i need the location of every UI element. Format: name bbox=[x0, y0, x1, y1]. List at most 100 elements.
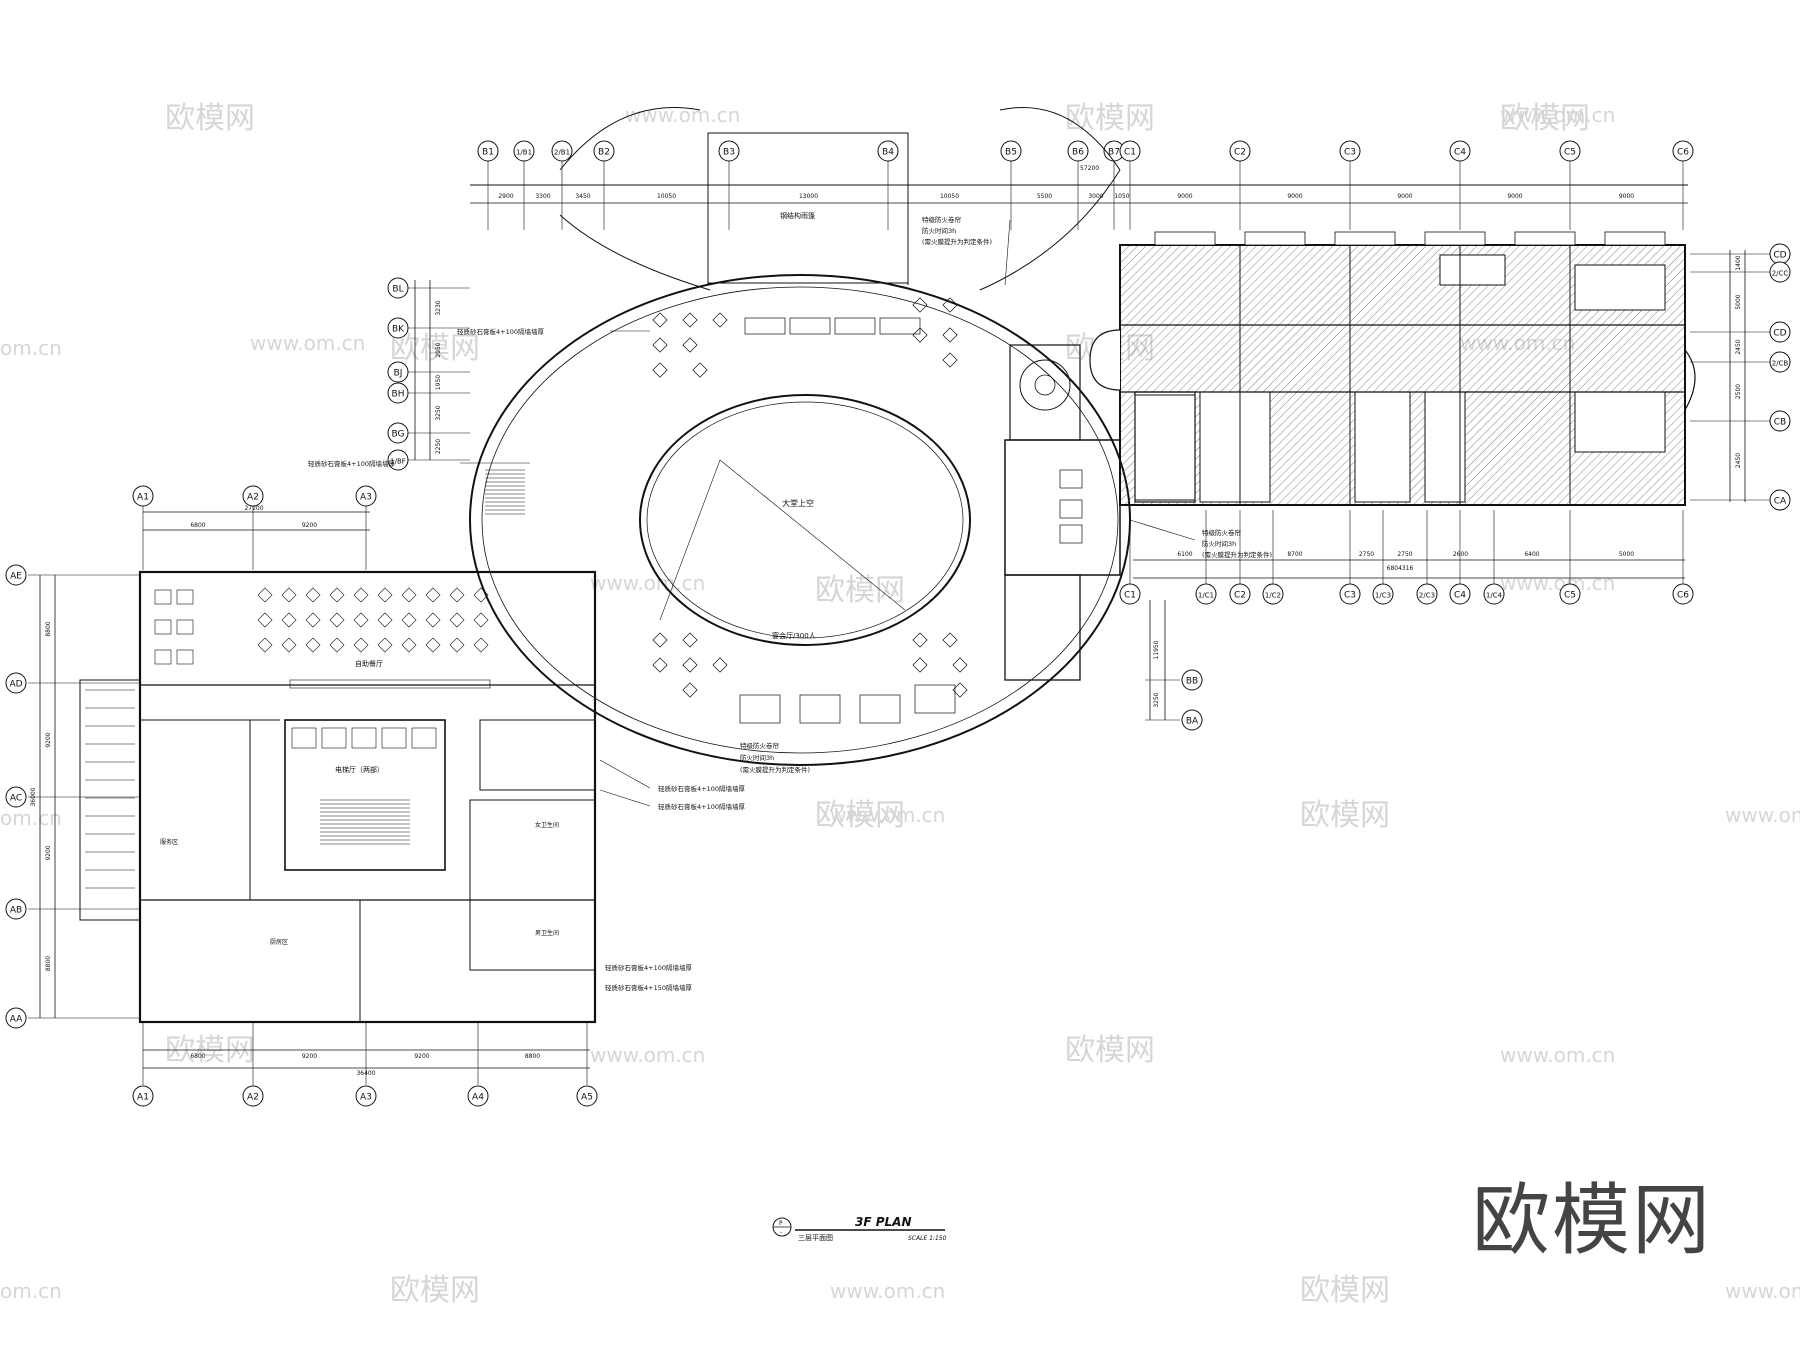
title-marker-bottom: - bbox=[780, 1229, 782, 1236]
grid-label: C2 bbox=[1234, 148, 1246, 158]
grid-bubble: AA bbox=[5, 1007, 27, 1029]
watermark-brand: 欧模网 bbox=[1500, 101, 1590, 136]
grid-bubble: C5 bbox=[1559, 140, 1581, 162]
watermark-url: www.om.cn bbox=[590, 1043, 705, 1067]
wall-note-1: 轻质砂石膏板4+100隔墙墙厚 bbox=[308, 459, 395, 468]
elevator-hall-label: 电梯厅（两部） bbox=[335, 765, 384, 774]
grid-bubble: CD bbox=[1769, 321, 1791, 343]
table bbox=[401, 612, 417, 628]
grid-label: B6 bbox=[1072, 148, 1084, 158]
oval-left-grid bbox=[414, 280, 431, 460]
grid-label: BJ bbox=[394, 369, 403, 379]
watermark-brand: 欧模网 bbox=[390, 331, 480, 366]
table bbox=[377, 637, 393, 653]
watermark-brand: 欧模网 bbox=[1065, 101, 1155, 136]
grid-bubble: A2 bbox=[242, 1085, 264, 1107]
table bbox=[401, 637, 417, 653]
grid-bubble: A3 bbox=[355, 1085, 377, 1107]
grid-label: AD bbox=[9, 680, 22, 690]
table bbox=[682, 312, 698, 328]
restaurant-tables bbox=[154, 587, 491, 749]
watermark-url: om.cn bbox=[0, 806, 62, 830]
table bbox=[281, 612, 297, 628]
wall-note-4: 轻质砂石膏板4+100隔墙墙厚 bbox=[658, 802, 745, 811]
grid-bubble: 1/C1 bbox=[1195, 583, 1217, 605]
grid-label: 1/C4 bbox=[1486, 592, 1503, 600]
grid-bubble: BJ bbox=[387, 361, 409, 383]
booth-table bbox=[176, 619, 194, 635]
table bbox=[682, 682, 698, 698]
grid-bubble: 1/C2 bbox=[1262, 583, 1284, 605]
watermark-url: om.cn bbox=[0, 336, 62, 360]
grid-label: BA bbox=[1186, 717, 1199, 727]
watermark-brand: 欧模网 bbox=[390, 1273, 480, 1308]
sofa-group bbox=[739, 694, 781, 724]
grid-label: 1/B1 bbox=[516, 149, 532, 157]
grid-label: CB bbox=[1774, 418, 1786, 428]
dimension-label: 9000 bbox=[1507, 193, 1522, 200]
dimension-label: 2950 bbox=[435, 342, 442, 357]
grid-bubble: B1 bbox=[477, 140, 499, 162]
buffet-counter bbox=[834, 317, 876, 335]
oval-ballroom-block bbox=[469, 274, 1131, 766]
fire-note-6: (需火膜提升为判定条件) bbox=[740, 765, 810, 774]
leader-lines bbox=[460, 219, 1196, 807]
grid-label: B4 bbox=[882, 148, 894, 158]
table bbox=[281, 587, 297, 603]
grid-label: BL bbox=[392, 285, 403, 295]
right-office-block bbox=[1089, 244, 1696, 506]
dimension-label: 5500 bbox=[1037, 193, 1052, 200]
watermark-brand: 欧模网 bbox=[165, 101, 255, 136]
dimension-label: 6800 bbox=[190, 1053, 205, 1060]
title-scale: SCALE 1:150 bbox=[908, 1235, 947, 1242]
grid-bubble: C2 bbox=[1229, 140, 1251, 162]
grid-bubble: A2 bbox=[242, 485, 264, 507]
wall-note-5: 轻质砂石膏板4+100隔墙墙厚 bbox=[605, 963, 692, 972]
dimension-label: 2900 bbox=[498, 193, 513, 200]
grid-bubble: AB bbox=[5, 898, 27, 920]
title-marker-top: P bbox=[779, 1220, 783, 1227]
fire-note-9: (需火膜提升为判定条件) bbox=[1202, 550, 1272, 559]
table bbox=[449, 587, 465, 603]
sofa-group bbox=[859, 694, 901, 724]
grid-bubble: 2/CC bbox=[1769, 261, 1791, 283]
right-block-openings bbox=[1154, 231, 1666, 246]
grid-bubble: C6 bbox=[1672, 583, 1694, 605]
table bbox=[353, 637, 369, 653]
table bbox=[652, 362, 668, 378]
fire-note-4: 特级防火卷帘 bbox=[740, 741, 780, 750]
watermark-url: www.om.cn bbox=[1500, 103, 1615, 127]
grid-label: B5 bbox=[1005, 148, 1017, 158]
buffet-counter bbox=[289, 679, 491, 689]
dimension-label: 2500 bbox=[1735, 384, 1742, 399]
grid-label: 1/C1 bbox=[1198, 592, 1214, 600]
table bbox=[912, 297, 928, 313]
grid-label: C2 bbox=[1234, 591, 1246, 601]
grid-bubble: BL bbox=[387, 277, 409, 299]
grid-label: 1/C3 bbox=[1375, 592, 1391, 600]
grid-label: 2/B1 bbox=[554, 149, 570, 157]
watermark-url: www.om.cn bbox=[1500, 571, 1615, 595]
table bbox=[353, 612, 369, 628]
grid-bubble: BA bbox=[1181, 709, 1203, 731]
grid-bubble: B4 bbox=[877, 140, 899, 162]
stair-lines bbox=[85, 469, 525, 889]
table bbox=[449, 612, 465, 628]
grid-label: B7 bbox=[1108, 148, 1120, 158]
table bbox=[257, 637, 273, 653]
grid-label: C6 bbox=[1677, 591, 1689, 601]
grid-bubble: AC bbox=[5, 786, 27, 808]
grid-bubble: A5 bbox=[576, 1085, 598, 1107]
window-bay bbox=[1604, 231, 1666, 246]
table bbox=[652, 312, 668, 328]
table bbox=[952, 682, 968, 698]
overall-dimension: 27200 bbox=[244, 505, 263, 512]
buffet-counter bbox=[789, 317, 831, 335]
left-block bbox=[79, 570, 597, 1024]
table bbox=[942, 297, 958, 313]
table bbox=[425, 587, 441, 603]
dimension-label: 9000 bbox=[1397, 193, 1412, 200]
grid-bubble: BK bbox=[387, 317, 409, 339]
canopy-label: 钢结构雨篷 bbox=[780, 211, 815, 220]
